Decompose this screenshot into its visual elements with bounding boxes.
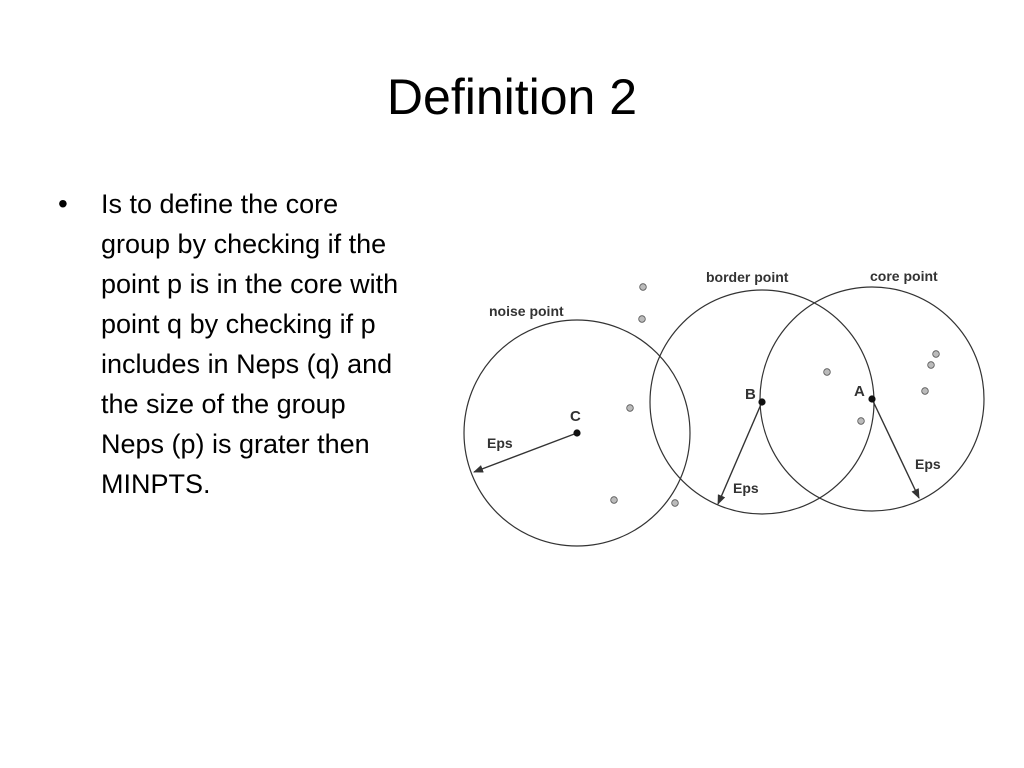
bullet-text: Is to define the core group by checking … [101,189,399,499]
label-point-a: A [854,383,865,400]
data-point [927,361,935,369]
data-point [671,499,679,507]
label-border-point: border point [706,269,789,285]
point-b [758,398,766,406]
other-points [610,283,940,507]
eps-circle-noise [463,319,691,547]
data-point [823,368,831,376]
slide-title: Definition 2 [386,69,638,125]
eps-arrow-a [871,398,920,499]
data-point [857,417,865,425]
point-a [868,395,876,403]
data-point [610,496,618,504]
bullet-list: • Is to define the core group by checkin… [58,184,403,504]
eps-arrow-b [717,401,763,505]
data-point [921,387,929,395]
data-point [638,315,646,323]
label-eps-a: Eps [915,456,941,472]
eps-circle-core [759,286,985,512]
label-point-b: B [745,386,756,403]
eps-arrow-c [473,432,578,473]
data-point [932,350,940,358]
label-point-c: C [570,408,581,425]
bullet-marker: • [58,188,68,219]
label-core-point: core point [870,268,938,284]
data-point [626,404,634,412]
label-eps-b: Eps [733,480,759,496]
label-noise-point: noise point [489,303,564,319]
point-c [573,429,581,437]
label-eps-c: Eps [487,435,513,451]
data-point [639,283,647,291]
